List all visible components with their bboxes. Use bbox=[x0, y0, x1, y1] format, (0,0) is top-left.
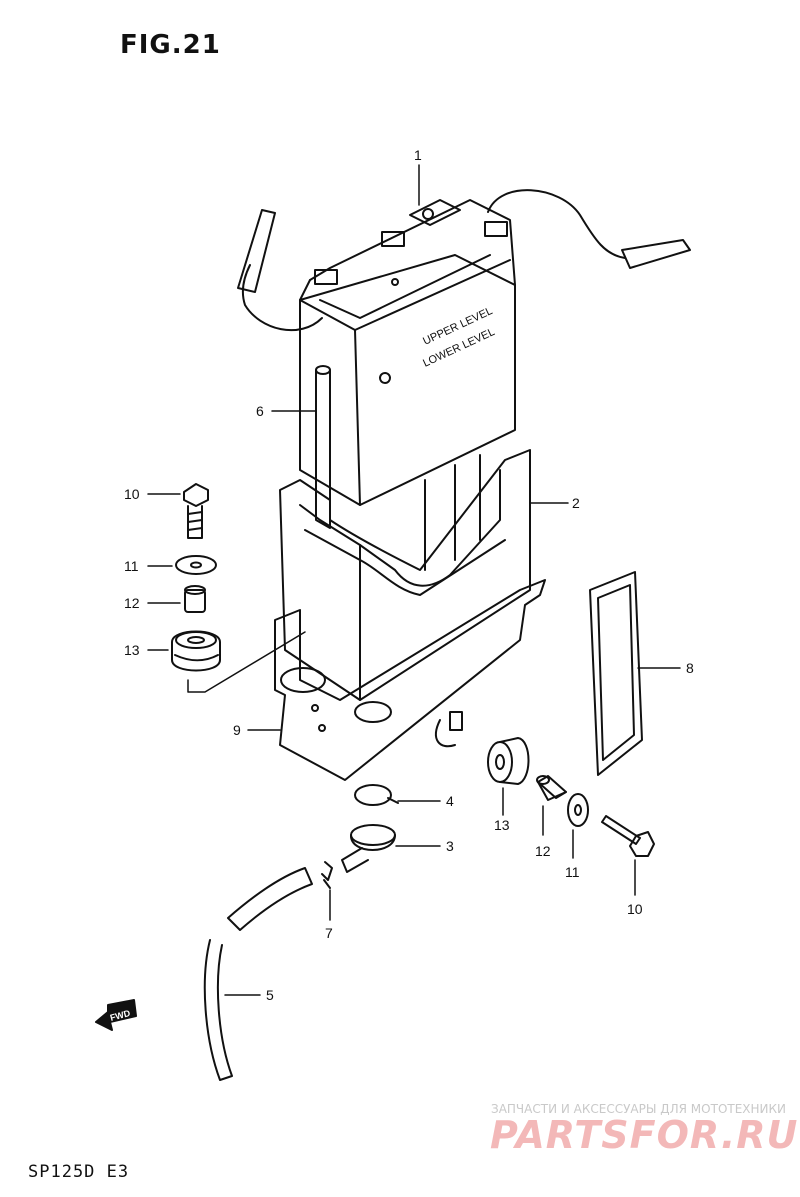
watermark-logo: PARTSFOR.RU bbox=[490, 1113, 799, 1157]
callout-2: 2 bbox=[572, 495, 580, 511]
right-collar-part-12 bbox=[536, 775, 567, 801]
left-cushion-part-13 bbox=[171, 630, 221, 672]
left-washer-part-11 bbox=[175, 555, 217, 575]
right-bolt-part-10 bbox=[601, 815, 655, 857]
callout-7: 7 bbox=[325, 925, 333, 941]
callout-8: 8 bbox=[686, 660, 694, 676]
breather-hose-part-5 bbox=[203, 867, 313, 1081]
callout-10-left: 10 bbox=[124, 486, 140, 502]
callout-11-left: 11 bbox=[124, 558, 139, 574]
callout-6: 6 bbox=[256, 403, 264, 419]
callout-leader-lines bbox=[147, 164, 681, 996]
watermark-caption: ЗАПЧАСТИ И АКСЕССУАРЫ ДЛЯ МОТОТЕХНИКИ bbox=[491, 1102, 787, 1116]
callout-4: 4 bbox=[446, 793, 454, 809]
callout-1: 1 bbox=[414, 147, 422, 163]
model-code: SP125D E3 bbox=[28, 1162, 130, 1182]
callout-13-right: 13 bbox=[494, 817, 510, 833]
hose-joint-part-3 bbox=[341, 824, 396, 873]
forward-direction-arrow: FWD bbox=[95, 999, 137, 1031]
battery-holder-part-2 bbox=[279, 449, 531, 701]
callout-11-right: 11 bbox=[565, 864, 580, 880]
left-collar-part-12 bbox=[184, 585, 206, 613]
breather-tube-part-6 bbox=[315, 365, 331, 529]
right-cushion-part-13 bbox=[487, 737, 530, 785]
callout-10-right: 10 bbox=[627, 901, 643, 917]
callout-12-right: 12 bbox=[535, 843, 551, 859]
clamp-part-4 bbox=[354, 784, 399, 806]
figure-title: FIG.21 bbox=[120, 30, 221, 60]
battery-tray-part-9 bbox=[274, 579, 546, 781]
callout-13-left: 13 bbox=[124, 642, 140, 658]
callout-9: 9 bbox=[233, 722, 241, 738]
callout-12-left: 12 bbox=[124, 595, 140, 611]
callout-3: 3 bbox=[446, 838, 454, 854]
right-washer-part-11 bbox=[567, 793, 589, 827]
callout-labels: 1 2 3 4 5 6 7 8 9 10 11 12 13 13 12 11 1… bbox=[124, 147, 694, 1003]
battery-band-part-8 bbox=[589, 571, 643, 776]
left-assembly-guide-line bbox=[187, 631, 306, 693]
battery-part-1: UPPER LEVEL LOWER LEVEL bbox=[237, 189, 691, 506]
left-bolt-part-10 bbox=[183, 483, 209, 539]
callout-5: 5 bbox=[266, 987, 274, 1003]
clip-part-7 bbox=[321, 861, 333, 889]
